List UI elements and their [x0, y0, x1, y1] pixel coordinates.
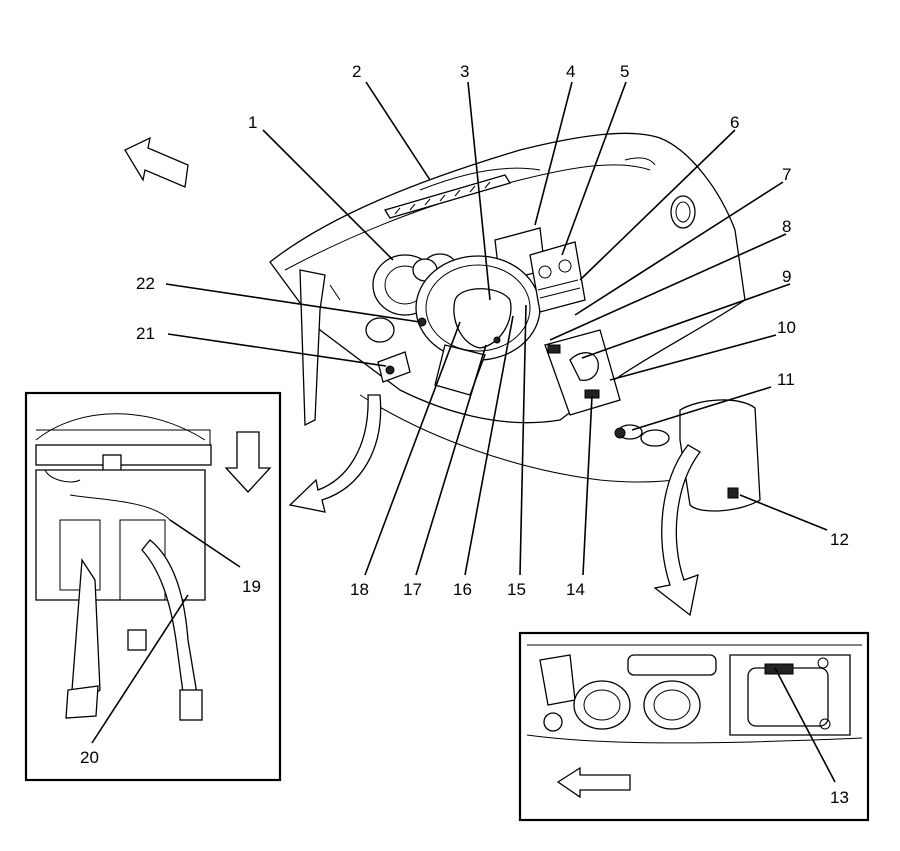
left-inset-pointer-arrow [288, 394, 382, 513]
callout-14: 14 [566, 580, 585, 599]
callout-labels: 1 2 3 4 5 6 7 8 9 10 11 12 13 14 15 16 1… [80, 62, 849, 807]
callout-22: 22 [136, 274, 155, 293]
callout-2: 2 [352, 62, 361, 81]
right-inset-detail [518, 631, 870, 822]
callout-6: 6 [730, 113, 739, 132]
leader-lines [91, 81, 836, 783]
callout-4: 4 [566, 62, 575, 81]
callout-16: 16 [453, 580, 472, 599]
callout-8: 8 [782, 217, 791, 236]
down-arrow-icon [224, 431, 272, 493]
callout-12: 12 [830, 530, 849, 549]
callout-17: 17 [403, 580, 422, 599]
callout-10: 10 [777, 318, 796, 337]
right-inset-pointer-arrow [653, 444, 701, 617]
callout-21: 21 [136, 324, 155, 343]
callout-19: 19 [242, 577, 261, 596]
forward-arrow-icon [124, 136, 189, 188]
callout-13: 13 [830, 788, 849, 807]
callout-5: 5 [620, 62, 629, 81]
callout-18: 18 [350, 580, 369, 599]
callout-9: 9 [782, 267, 791, 286]
callout-7: 7 [782, 165, 791, 184]
callout-20: 20 [80, 748, 99, 767]
callout-11: 11 [777, 370, 795, 389]
callout-15: 15 [507, 580, 526, 599]
back-arrow-icon [556, 766, 631, 799]
callout-1: 1 [248, 113, 257, 132]
callout-3: 3 [460, 62, 469, 81]
left-inset-detail [24, 391, 282, 782]
